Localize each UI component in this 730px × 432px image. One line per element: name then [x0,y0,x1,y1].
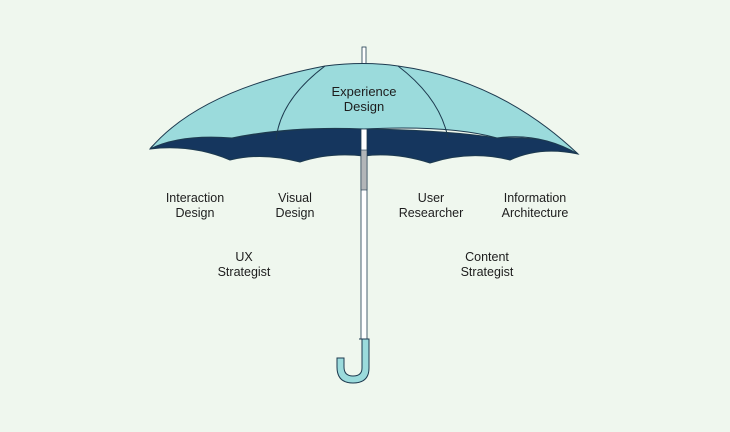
role-interaction-design: Interaction Design [166,191,224,221]
role-label-line2: Researcher [398,206,464,220]
role-label-line1: User [417,191,445,205]
center-label-line1: Experience [331,84,397,99]
role-visual-design: Visual Design [276,191,315,221]
center-label-line2: Design [343,99,385,114]
role-label-line2: Design [175,206,215,220]
role-label-line2: Architecture [501,206,569,220]
role-content-strategist: Content Strategist [461,250,514,280]
role-label-line2: Design [275,206,315,220]
role-user-researcher: User Researcher [399,191,464,221]
role-ux-strategist: UX Strategist [218,250,271,280]
role-information-architecture: Information Architecture [502,191,569,221]
canopy-rib-left [275,65,326,141]
shaft-band [360,149,368,191]
role-label-line2: Strategist [460,265,514,279]
role-label-line1: Visual [278,191,312,205]
umbrella-handle [336,338,370,384]
role-label-line1: Interaction [165,191,225,205]
center-label-experience-design: Experience Design [331,84,396,114]
role-label-line2: Strategist [217,265,271,279]
role-label-line1: Content [465,250,509,264]
role-label-line1: UX [235,250,253,264]
canopy-rib-right [397,65,449,139]
role-label-line1: Information [503,191,567,205]
